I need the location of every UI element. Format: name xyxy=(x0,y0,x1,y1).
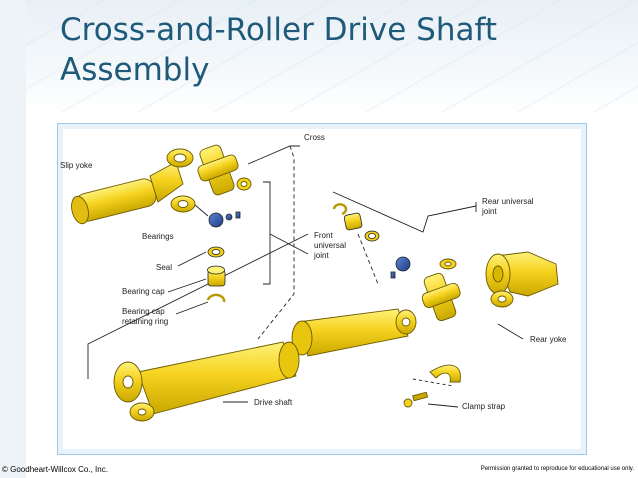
bearing-cap-leader xyxy=(167,278,207,293)
front-cross xyxy=(197,144,252,196)
label-bearing-cap-retaining-ring-1: Bearing cap xyxy=(122,307,165,316)
label-rear-yoke: Rear yoke xyxy=(530,335,567,344)
slide-header-band xyxy=(26,0,638,112)
rear-needle-bearing xyxy=(395,256,411,272)
rear-yoke-leader xyxy=(497,323,524,340)
outer-bracket-line xyxy=(87,233,309,379)
clamp-strap xyxy=(403,364,461,408)
label-rear-universal-joint-2: joint xyxy=(481,207,497,216)
front-joint-dash xyxy=(257,145,295,340)
front-joint-bracket xyxy=(263,181,271,285)
rear-yoke xyxy=(485,251,559,308)
slide-title: Cross-and-Roller Drive Shaft Assembly xyxy=(60,10,580,90)
slide-title-line-2: Assembly xyxy=(60,52,210,88)
rear-cross xyxy=(421,258,461,322)
label-rear-universal-joint-1: Rear universal xyxy=(482,197,534,206)
label-cross: Cross xyxy=(304,133,325,142)
slip-yoke xyxy=(71,148,196,225)
diagram-svg: Cross Slip yoke Rear universal joint Bea… xyxy=(60,133,567,422)
rear-bearing-parts xyxy=(332,203,411,279)
label-clamp-strap: Clamp strap xyxy=(462,402,506,411)
rear-joint-dash xyxy=(357,233,379,285)
retaining-ring-leader xyxy=(175,301,209,315)
slide-title-line-1: Cross-and-Roller Drive Shaft xyxy=(60,12,498,48)
seal-leader xyxy=(177,251,207,267)
front-bearing-parts xyxy=(206,211,241,303)
permission-notice: Permission granted to reproduce for educ… xyxy=(480,466,634,472)
label-drive-shaft: Drive shaft xyxy=(254,398,293,407)
front-needle-bearing xyxy=(208,212,224,228)
rear-joint-leader xyxy=(332,191,477,233)
drive-shaft xyxy=(113,308,417,422)
label-front-universal-joint-1: Front xyxy=(314,231,333,240)
copyright-notice: © Goodheart-Willcox Co., Inc. xyxy=(2,465,108,474)
label-front-universal-joint-3: joint xyxy=(313,251,329,260)
label-bearing-cap: Bearing cap xyxy=(122,287,165,296)
label-bearing-cap-retaining-ring-2: retaining ring xyxy=(122,317,168,326)
cross-leader xyxy=(247,145,300,165)
clamp-dash xyxy=(412,378,454,387)
label-front-universal-joint-2: universal xyxy=(314,241,346,250)
slide-left-bar xyxy=(0,0,26,478)
drive-shaft-diagram: Cross Slip yoke Rear universal joint Bea… xyxy=(57,123,587,455)
front-retaining-ring xyxy=(206,293,226,303)
clamp-strap-leader xyxy=(427,403,459,408)
label-slip-yoke: Slip yoke xyxy=(60,161,93,170)
front-joint-leader xyxy=(269,233,309,255)
label-bearings: Bearings xyxy=(142,232,174,241)
leader-lines xyxy=(87,145,524,408)
label-seal: Seal xyxy=(156,263,172,272)
